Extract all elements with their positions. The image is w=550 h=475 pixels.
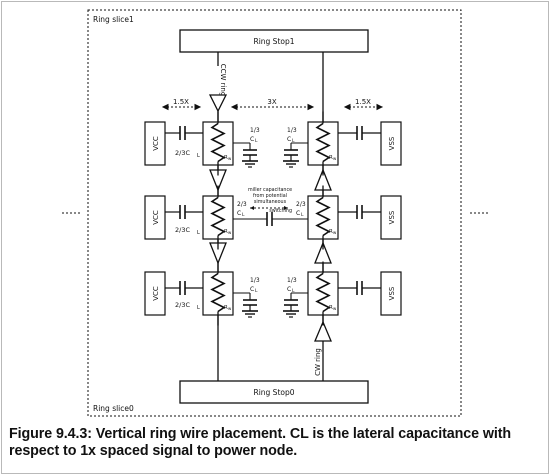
cap-two-third-left-2: 2/3: [237, 201, 247, 208]
cap-third-right-1: 1/3: [287, 127, 297, 134]
cap-c-sub-right-1: L: [292, 138, 295, 144]
cap-c-sub-left-3: L: [255, 288, 258, 294]
vss-label-1: VSS: [388, 136, 396, 150]
miller-note-1: miller capacitance: [248, 187, 292, 193]
miller-note-2: from potential: [253, 193, 287, 199]
cap-left-sub-1: L: [197, 153, 200, 159]
cap-c-right-1: C: [287, 136, 291, 143]
vcc-label-3: VCC: [152, 286, 160, 301]
cap-left-sub-3: L: [197, 305, 200, 311]
vcc-label-2: VCC: [152, 210, 160, 225]
vcc-box-3: [144, 271, 166, 316]
row-2: VCC 2/3C L R w 2/3 C L miller capacitanc…: [144, 184, 402, 251]
figure-caption: Figure 9.4.3: Vertical ring wire placeme…: [9, 426, 544, 460]
resistor-label-cw-2: R: [329, 229, 333, 235]
vcc-label-1: VCC: [152, 136, 160, 151]
cap-c-right-3: C: [287, 286, 291, 293]
cap-c-left-3: C: [250, 286, 254, 293]
cap-c-left-1: C: [250, 136, 254, 143]
resistor-label-ccw-3: R: [224, 305, 228, 311]
cap-c-sub-left-2: L: [242, 212, 245, 218]
cap-two-third-right-2: 2/3: [296, 201, 306, 208]
vss-box-2: [380, 195, 402, 240]
ring-stop-bottom: [179, 380, 369, 404]
ring-slice-bottom-label: Ring slice0: [93, 404, 134, 413]
ccw-buffer-top: [208, 94, 228, 113]
caption-line-1: Figure 9.4.3: Vertical ring wire placeme…: [9, 426, 512, 442]
cap-left-label-1: 2/3C: [175, 149, 190, 157]
cap-third-right-3: 1/3: [287, 277, 297, 284]
resistor-label-ccw-2: R: [224, 229, 228, 235]
ring-stop-bottom-label: Ring Stop0: [253, 388, 294, 397]
resistor-sub-cw-2: w: [333, 230, 337, 235]
cw-buffer-bottom: [314, 320, 332, 342]
resistor-sub-cw-3: w: [333, 306, 337, 311]
spacing-dimensions: [161, 103, 384, 111]
ring-stop-top-label: Ring Stop1: [253, 37, 294, 46]
spacing-mid-label: 3X: [267, 98, 276, 106]
caption-line-2: respect to 1x spaced signal to power nod…: [9, 443, 298, 459]
resistor-sub-cw-1: w: [333, 156, 337, 161]
cap-third-left-1: 1/3: [250, 127, 260, 134]
row-3: VCC 2/3C L R w 1/3 C L R w 1/3 C L VSS: [144, 260, 402, 327]
vss-label-2: VSS: [388, 210, 396, 224]
ring-slice-frame: [87, 9, 462, 417]
vss-label-3: VSS: [388, 286, 396, 300]
cap-c-sub-right-2: L: [301, 212, 304, 218]
cap-third-left-3: 1/3: [250, 277, 260, 284]
vss-box-1: [380, 121, 402, 166]
spacing-left-label: 1.5X: [173, 98, 189, 106]
cap-left-sub-2: L: [197, 230, 200, 236]
ccw-ring-label: CCW ring: [219, 64, 227, 97]
ring-slice-top-label: Ring slice1: [93, 15, 134, 24]
cap-c-right-2: C: [296, 210, 300, 217]
miller-note-3: simultaneous: [254, 199, 287, 205]
resistor-label-ccw-1: R: [224, 155, 228, 161]
resistor-label-cw-1: R: [329, 155, 333, 161]
cw-ring-label: CW ring: [314, 348, 322, 376]
resistor-sub-ccw-2: w: [228, 230, 232, 235]
cap-c-left-2: C: [237, 210, 241, 217]
cap-c-sub-right-3: L: [292, 288, 295, 294]
miller-note-4: switching: [269, 208, 292, 214]
ring-stop-top: [179, 29, 369, 53]
spacing-right-label: 1.5X: [355, 98, 371, 106]
cap-c-sub-left-1: L: [255, 138, 258, 144]
vcc-box-1: [144, 121, 166, 166]
cap-left-label-2: 2/3C: [175, 226, 190, 234]
resistor-sub-ccw-1: w: [228, 156, 232, 161]
cap-left-label-3: 2/3C: [175, 301, 190, 309]
vss-box-3: [380, 271, 402, 316]
resistor-sub-ccw-3: w: [228, 306, 232, 311]
row-1: VCC 2/3C L R w 1/3 C L R w 1/3 C L VSS: [144, 110, 402, 177]
resistor-label-cw-3: R: [329, 305, 333, 311]
vcc-box-2: [144, 195, 166, 240]
